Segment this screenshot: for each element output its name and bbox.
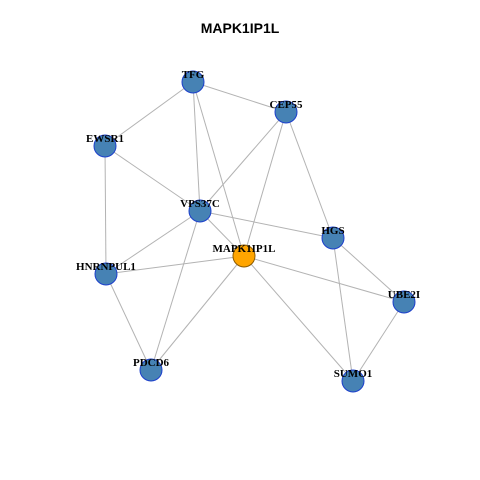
node-label-pdcd6: PDCD6	[133, 357, 170, 369]
node-ube2i	[392, 290, 416, 314]
edge-mapk1ip1l-sumo1	[243, 255, 354, 382]
node-label-tfg: TFG	[182, 69, 205, 81]
node-label-vps37c: VPS37C	[180, 198, 220, 210]
edge-cep55-hgs	[285, 111, 334, 239]
node-mapk1ip1l	[232, 244, 256, 268]
edge-tfg-mapk1ip1l	[192, 81, 245, 257]
node-label-hgs: HGS	[321, 225, 344, 237]
edge-vps37c-hgs	[199, 210, 334, 239]
edge-hgs-ube2i	[332, 237, 405, 303]
node-label-sumo1: SUMO1	[334, 368, 373, 380]
edge-cep55-mapk1ip1l	[243, 111, 287, 257]
node-tfg	[181, 70, 205, 94]
edge-cep55-vps37c	[199, 111, 287, 212]
node-hgs	[321, 226, 345, 250]
node-pdcd6	[139, 358, 163, 382]
edge-mapk1ip1l-hnrnpul1	[105, 255, 245, 275]
node-vps37c	[188, 199, 212, 223]
edge-tfg-ewsr1	[104, 81, 194, 147]
edge-ube2i-sumo1	[352, 301, 405, 382]
edge-tfg-cep55	[192, 81, 287, 113]
edge-tfg-vps37c	[192, 81, 201, 212]
edge-mapk1ip1l-pdcd6	[150, 255, 245, 371]
edge-hgs-sumo1	[332, 237, 354, 382]
edge-vps37c-hnrnpul1	[105, 210, 201, 275]
node-label-cep55: CEP55	[270, 99, 304, 111]
edge-vps37c-pdcd6	[150, 210, 201, 371]
node-label-mapk1ip1l: MAPK1IP1L	[213, 243, 276, 255]
edge-ewsr1-vps37c	[104, 145, 201, 212]
node-hnrnpul1	[94, 262, 118, 286]
edge-mapk1ip1l-ube2i	[243, 255, 405, 303]
node-layer	[93, 70, 416, 393]
node-cep55	[274, 100, 298, 124]
edge-layer	[104, 81, 405, 382]
node-label-hnrnpul1: HNRNPUL1	[76, 261, 136, 273]
edge-hnrnpul1-pdcd6	[105, 273, 152, 371]
node-sumo1	[341, 369, 365, 393]
chart-title: MAPK1IP1L	[200, 20, 280, 36]
node-label-ewsr1: EWSR1	[86, 133, 124, 145]
node-ewsr1	[93, 134, 117, 158]
edge-ewsr1-hnrnpul1	[104, 145, 107, 275]
node-label-ube2i: UBE2I	[388, 289, 420, 301]
